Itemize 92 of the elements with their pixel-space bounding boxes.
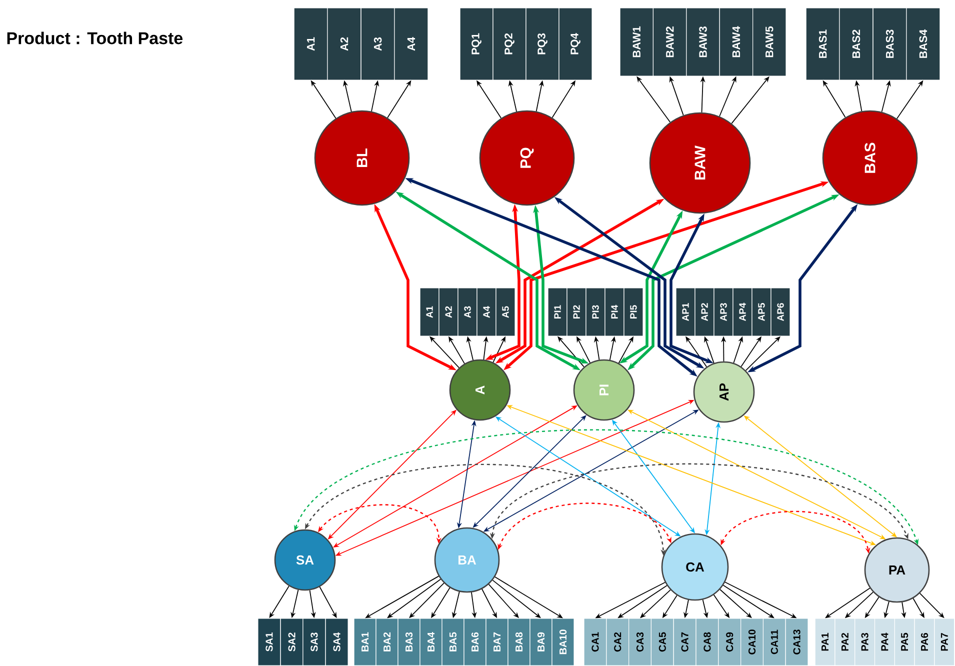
title: Product : Tooth Paste	[7, 32, 183, 44]
indicator-box: PQ2	[492, 8, 526, 80]
indicator-box: CA8	[696, 618, 719, 666]
node-label: PA6	[920, 632, 928, 651]
indicator-box: A4	[476, 288, 496, 336]
node-label: CA5	[658, 632, 666, 652]
indicator-box: BAS1	[806, 8, 840, 80]
indicator-box: A1	[420, 288, 440, 336]
node-label: PA3	[861, 632, 868, 651]
node-label: BA3	[405, 632, 413, 652]
indicator-box: SA3	[302, 618, 326, 666]
indicator-box: BA5	[442, 618, 464, 666]
indicator-box: PQ4	[558, 8, 592, 80]
indicator-box: BA9	[530, 618, 552, 666]
indicator-box: SA4	[325, 618, 348, 666]
node-label: PA5	[901, 632, 908, 651]
indicator-box: BA10	[552, 618, 574, 666]
node-label: PA2	[841, 633, 848, 651]
indicator-box: CA10	[740, 618, 764, 666]
indicator-box: PI5	[624, 288, 644, 336]
node-label: BA7	[494, 632, 500, 652]
indicator-box: AP3	[714, 288, 734, 336]
indicator-box: PI2	[566, 288, 586, 336]
indicator-box: BAS4	[906, 8, 940, 80]
indicator-box: PI1	[548, 288, 568, 336]
node-label: CA2	[614, 632, 622, 652]
indicator-box: A2	[327, 8, 362, 80]
indicator-box: PA5	[894, 618, 915, 666]
indicator-box: CA9	[718, 618, 742, 666]
indicator-box: CA11	[762, 618, 786, 666]
indicator-box: A2	[438, 288, 458, 336]
indicator-box: A5	[496, 288, 516, 336]
indicator-box: PI3	[586, 288, 606, 336]
indicator-box: BAW4	[719, 8, 754, 76]
node-label: CA7	[681, 632, 688, 652]
indicator-box: PQ3	[526, 8, 560, 80]
indicator-box: AP2	[694, 288, 714, 336]
node-label: BA4	[428, 632, 434, 652]
indicator-box: A3	[458, 288, 478, 336]
indicator-box: BA2	[376, 618, 398, 666]
indicator-box: CA1	[584, 618, 607, 666]
indicator-box: PQ1	[460, 8, 494, 80]
indicator-box: CA2	[606, 618, 630, 666]
indicator-box: BA7	[486, 618, 508, 666]
node-label: CA11	[770, 630, 778, 654]
indicator-box: BAW2	[652, 8, 687, 76]
indicator-box: CA13	[785, 618, 808, 666]
indicator-box: AP4	[732, 288, 752, 336]
node-label: BA2	[384, 632, 390, 652]
node-label: PA4	[881, 632, 888, 651]
node-label: SA1	[266, 632, 273, 652]
indicator-box: PA2	[834, 618, 856, 666]
indicator-box: BAS3	[872, 8, 907, 80]
indicator-box: BA3	[398, 618, 420, 666]
indicator-box: BAW1	[620, 8, 654, 76]
node-label: BA9	[537, 632, 545, 652]
indicator-box: CA3	[628, 618, 652, 666]
indicator-box: PI4	[604, 288, 624, 336]
node-label: BA5	[450, 632, 456, 652]
indicator-box: PA1	[814, 618, 836, 666]
indicator-box: BA6	[464, 618, 486, 666]
node-label: BA6	[471, 632, 479, 652]
indicator-box: A1	[294, 8, 328, 80]
indicator-box: BAS2	[839, 8, 874, 80]
indicator-box: BAW3	[686, 8, 720, 76]
indicator-box: BA8	[508, 618, 530, 666]
indicator-box: PA7	[934, 618, 955, 666]
node-label: CA8	[704, 632, 711, 652]
indicator-box: CA5	[650, 618, 674, 666]
indicator-box: A3	[360, 8, 395, 80]
node-label: CA10	[748, 630, 756, 654]
node-label: CA9	[726, 632, 734, 652]
node-label: CA3	[636, 632, 644, 652]
node-label: SA2	[288, 632, 296, 652]
indicator-box: A4	[394, 8, 428, 80]
indicator-box: SA2	[280, 618, 304, 666]
indicator-box: BA4	[420, 618, 442, 666]
indicator-box: BAW5	[752, 8, 786, 76]
node-label: BA8	[515, 632, 523, 652]
indicator-box: PA3	[854, 618, 876, 666]
indicator-box: AP6	[770, 288, 790, 336]
indicator-box: AP1	[676, 288, 696, 336]
node-label: BA1	[362, 632, 368, 652]
indicator-box: PA6	[914, 618, 935, 666]
indicator-box: AP5	[752, 288, 772, 336]
node-label: PA1	[822, 632, 828, 651]
indicator-box: CA7	[673, 618, 696, 666]
node-label: SA3	[310, 632, 318, 652]
indicator-box: BA1	[354, 618, 376, 666]
indicator-box: PA4	[874, 618, 895, 666]
node-label: CA1	[592, 632, 599, 652]
indicator-box: SA1	[258, 618, 281, 666]
